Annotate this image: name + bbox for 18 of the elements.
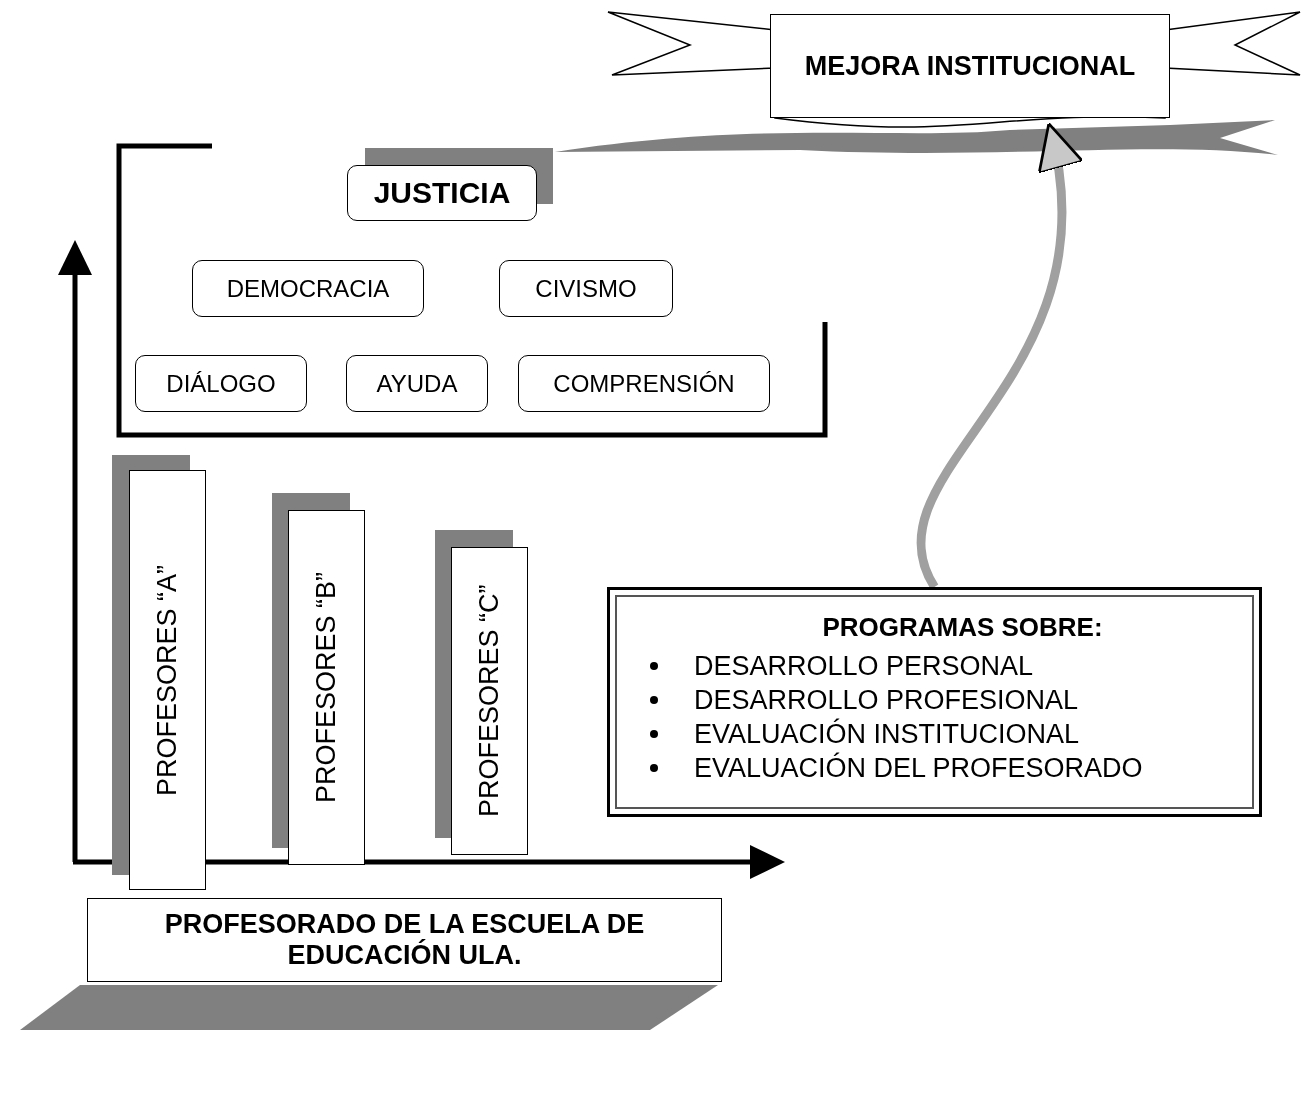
value-box: AYUDA xyxy=(346,355,488,412)
value-box: CIVISMO xyxy=(499,260,673,317)
banner-box: MEJORA INSTITUCIONAL xyxy=(770,14,1170,118)
teacher-group-box: PROFESORES “C” xyxy=(451,547,528,855)
panel-heading: PROGRAMAS SOBRE: xyxy=(821,612,1104,643)
value-box: JUSTICIA xyxy=(347,165,537,221)
title-box: PROFESORADO DE LA ESCUELA DE EDUCACIÓN ULA. xyxy=(87,898,722,982)
teacher-group-box: PROFESORES “A” xyxy=(129,470,206,890)
list-item: EVALUACIÓN DEL PROFESORADO xyxy=(694,751,1143,785)
list-item: DESARROLLO PROFESIONAL xyxy=(694,684,1079,717)
value-box: DIÁLOGO xyxy=(135,355,307,412)
curved-arrow xyxy=(917,122,1081,589)
list-item: DESARROLLO PERSONAL xyxy=(694,650,1034,683)
value-box: DEMOCRACIA xyxy=(192,260,424,317)
program-panel xyxy=(607,587,1262,817)
value-box: COMPRENSIÓN xyxy=(518,355,770,412)
teacher-group-box: PROFESORES “B” xyxy=(288,510,365,865)
list-item: EVALUACIÓN INSTITUCIONAL xyxy=(694,717,1080,751)
